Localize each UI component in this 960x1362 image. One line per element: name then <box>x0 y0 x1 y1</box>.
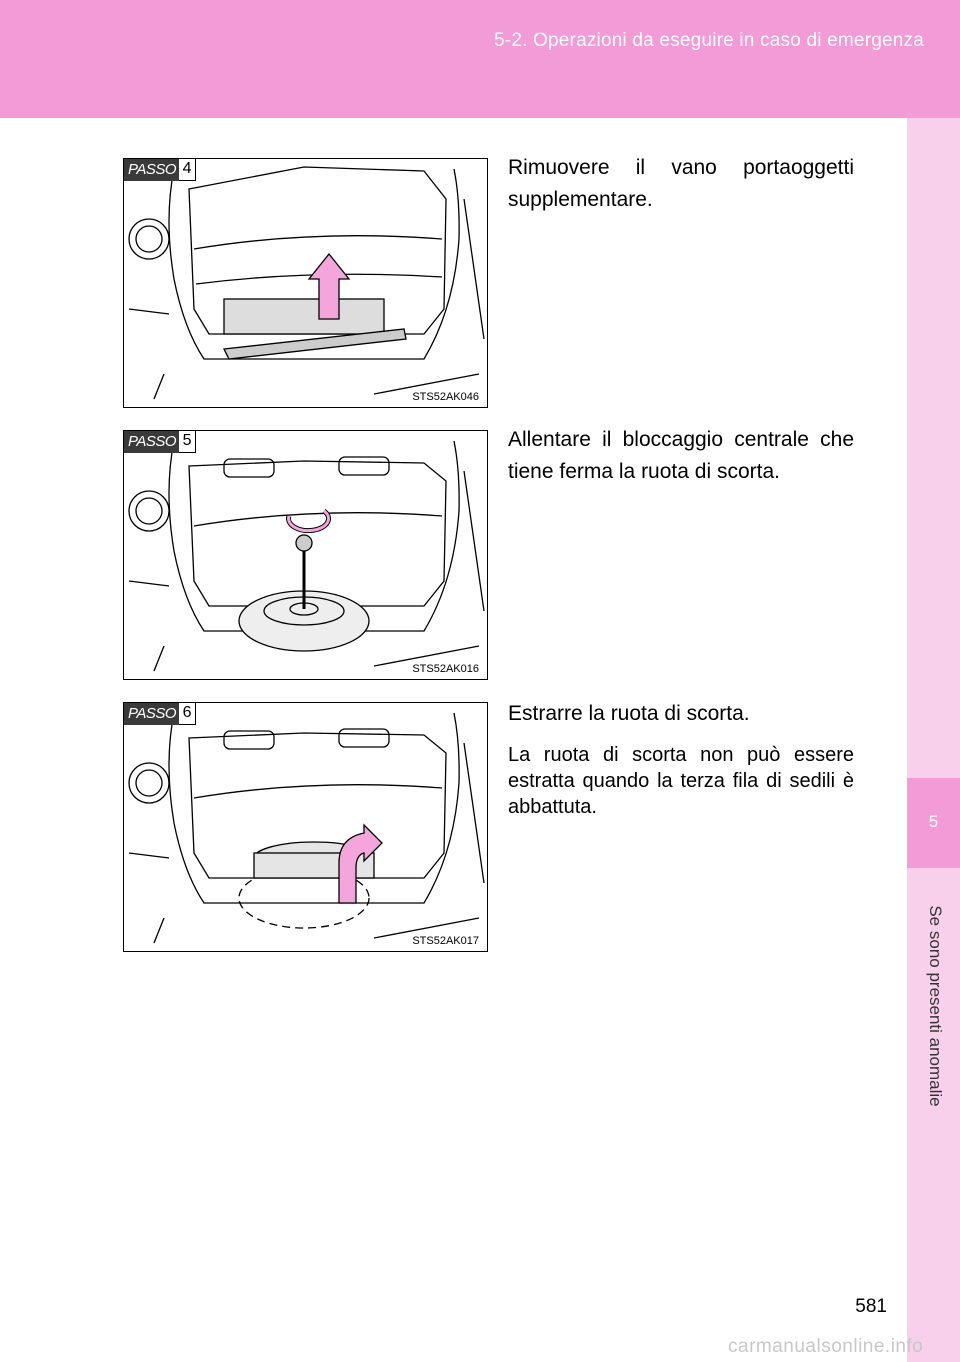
watermark: carmanualsonline.info <box>728 1336 924 1357</box>
step-6-instruction: Estrarre la ruota di scorta. <box>508 702 750 725</box>
chapter-sidebar <box>907 118 960 1362</box>
figure-step-5: PASSO 5 STS52AK016 <box>123 430 488 680</box>
step-6-note: La ruota di scorta non può essere estrat… <box>508 744 854 818</box>
curved-arrow-icon <box>338 823 383 904</box>
step-badge: PASSO 5 <box>124 431 197 453</box>
step-label: PASSO <box>124 431 180 453</box>
step-number: 6 <box>179 703 197 725</box>
step-number: 5 <box>179 431 197 453</box>
step-badge: PASSO 4 <box>124 159 197 181</box>
step-4-instruction: Rimuovere il vano portaoggetti supplemen… <box>508 156 854 211</box>
trunk-illustration-step-6 <box>128 712 485 944</box>
step-label: PASSO <box>124 703 180 725</box>
chapter-number: 5 <box>928 812 939 831</box>
section-title: 5-2. Operazioni da eseguire in caso di e… <box>494 30 924 51</box>
step-5-text: Allentare il bloccaggio centrale che tie… <box>508 424 854 500</box>
step-5-instruction: Allentare il bloccaggio centrale che tie… <box>508 428 854 483</box>
figure-step-4: PASSO 4 STS52AK046 <box>123 158 488 408</box>
step-label: PASSO <box>124 159 180 181</box>
chapter-title: Se sono presenti anomalie <box>926 905 945 1107</box>
page-number: 581 <box>855 1296 887 1317</box>
page-header: 5-2. Operazioni da eseguire in caso di e… <box>0 0 960 118</box>
step-4-text: Rimuovere il vano portaoggetti supplemen… <box>508 152 854 228</box>
step-6-text: Estrarre la ruota di scorta. La ruota di… <box>508 698 854 832</box>
chapter-title-vertical: Se sono presenti anomalie <box>907 878 960 1138</box>
step-badge: PASSO 6 <box>124 703 197 725</box>
figure-code: STS52AK017 <box>410 935 481 947</box>
trunk-illustration-step-4 <box>128 166 485 400</box>
trunk-illustration-step-5 <box>128 440 485 672</box>
figure-code: STS52AK046 <box>410 391 481 403</box>
chapter-tab[interactable]: 5 <box>907 778 960 868</box>
figure-code: STS52AK016 <box>410 663 481 675</box>
step-number: 4 <box>179 159 197 181</box>
figure-step-6: PASSO 6 STS52AK017 <box>123 702 488 952</box>
arrow-up-icon <box>307 252 351 320</box>
